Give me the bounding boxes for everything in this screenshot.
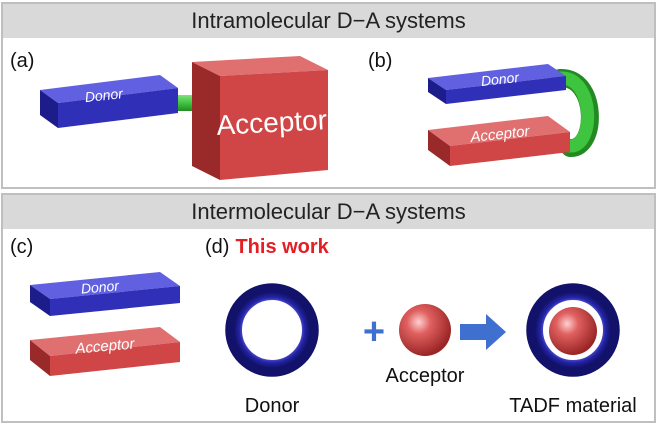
acceptor-label-a: Acceptor [216, 104, 328, 141]
donor-slab-c-side-face [30, 285, 50, 316]
donor-slab-c-top-face [30, 272, 180, 299]
acceptor-slab-c-top-face [30, 327, 180, 356]
product-acceptor-ball [549, 307, 597, 355]
acceptor-block-a-front-face [220, 70, 328, 180]
intramolecular-title: Intramolecular D−A systems [3, 4, 654, 38]
intramolecular-section: Intramolecular D−A systems [1, 2, 656, 189]
donor-label-c: Donor [80, 277, 121, 296]
panel-a-label: (a) [10, 50, 35, 72]
acceptor-slab-b-top-face [428, 116, 570, 146]
donor-ring [226, 284, 318, 376]
acceptor-label-b: Acceptor [469, 123, 532, 146]
donor-slab-b-front-face [446, 76, 566, 104]
intermolecular-title: Intermolecular D−A systems [3, 195, 654, 229]
acceptor-slab-c-front-face [50, 342, 180, 376]
acceptor-label-c: Acceptor [74, 335, 136, 357]
plus-operator: + [363, 311, 385, 353]
linker-b [553, 71, 595, 153]
tadf-material-caption: TADF material [509, 395, 636, 417]
panel-d-letter: (d) [205, 236, 230, 258]
panel-d-label: (d)This work [205, 236, 329, 259]
acceptor-block-a-top-face [192, 56, 328, 76]
panel-b-label: (b) [368, 50, 393, 72]
acceptor-caption: Acceptor [386, 365, 465, 387]
acceptor-slab-b-side-face [428, 130, 450, 166]
donor-slab-a-front-face [58, 88, 178, 128]
donor-caption: Donor [245, 395, 300, 417]
donor-label-a: Donor [84, 85, 125, 105]
donor-ring-outline [225, 283, 319, 377]
donor-slab-a-side-face [40, 90, 58, 128]
panel-c-label: (c) [10, 236, 34, 258]
donor-slab-b-side-face [428, 78, 446, 104]
acceptor-slab-c-side-face [30, 340, 50, 376]
this-work-highlight: This work [235, 236, 329, 258]
product-ring-outline [526, 283, 620, 377]
reaction-arrow [460, 314, 506, 350]
acceptor-block-a-side-face [192, 62, 220, 180]
panel-c-graphic [30, 272, 180, 376]
product-ring [527, 284, 619, 376]
acceptor-slab-b-front-face [450, 132, 570, 166]
donor-slab-b-top-face [428, 64, 566, 90]
intermolecular-section: Intermolecular D−A systems [1, 193, 656, 423]
donor-label-b: Donor [480, 69, 521, 89]
panel-d-graphic [225, 283, 620, 377]
panel-a-graphic [40, 56, 328, 180]
panel-b-graphic [428, 64, 599, 166]
donor-slab-a-top-face [40, 75, 178, 103]
acceptor-ball [399, 304, 451, 356]
donor-slab-c-front-face [50, 286, 180, 316]
